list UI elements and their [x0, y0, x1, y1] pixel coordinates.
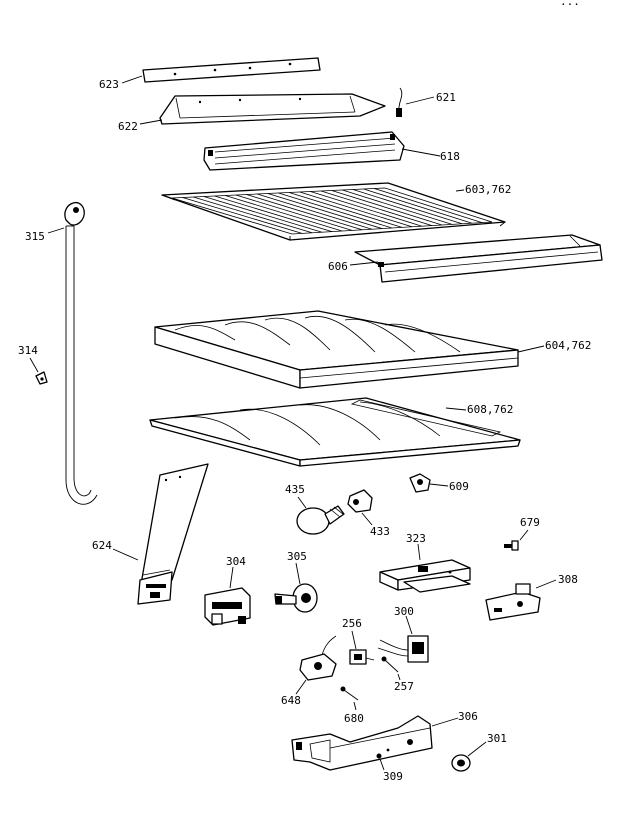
callout-606: 606 — [328, 260, 348, 273]
shelf-wire — [214, 195, 333, 232]
callout-680: 680 — [344, 712, 364, 725]
part-604-crisper-pan-cover — [154, 310, 519, 389]
callout-308: 308 — [558, 573, 578, 586]
part-305-temperature-control-knob — [274, 583, 318, 613]
part-621-thermostat-bulb — [396, 87, 403, 117]
part-622-mullion-cover — [159, 93, 386, 125]
part-256-relay — [349, 649, 375, 665]
callout-306: 306 — [458, 710, 478, 723]
shelf-wire — [193, 196, 313, 234]
part-308-mounting-bracket — [485, 583, 541, 621]
part-314-tube-clip — [35, 371, 48, 385]
shelf-wire — [374, 188, 483, 223]
part-679-screw — [504, 540, 519, 551]
callout-301: 301 — [487, 732, 507, 745]
shelf-wire — [225, 195, 343, 232]
callout-609: 609 — [449, 480, 469, 493]
shelf-wire — [363, 188, 473, 224]
shelf-wire — [246, 194, 363, 231]
callout-257: 257 — [394, 680, 414, 693]
callout-624: 624 — [92, 539, 112, 552]
callout-604-762: 604,762 — [545, 339, 591, 352]
shelf-wire — [278, 192, 393, 229]
part-624-control-shield — [137, 463, 209, 605]
callout-621: 621 — [436, 91, 456, 104]
part-680-screw-long — [340, 686, 359, 701]
callout-648: 648 — [281, 694, 301, 707]
shelf-wire — [331, 190, 443, 226]
shelf-wire — [203, 196, 323, 233]
part-618-light-shield-housing — [203, 131, 405, 171]
shelf-wire — [257, 193, 373, 230]
part-433-lamp-socket — [347, 489, 373, 513]
callout-300: 300 — [394, 605, 414, 618]
part-435-light-bulb — [296, 505, 345, 535]
callout-433: 433 — [370, 525, 390, 538]
shelf-wire — [182, 197, 303, 234]
part-623-top-trim-strip — [142, 57, 321, 83]
callout-623: 623 — [99, 78, 119, 91]
part-608-lower-pan-support — [149, 397, 521, 467]
callout-315: 315 — [25, 230, 45, 243]
callout-679: 679 — [520, 516, 540, 529]
part-323-defrost-timer-bracket — [379, 559, 471, 593]
part-648-damper-control — [299, 635, 337, 681]
callout-603-762: 603,762 — [465, 183, 511, 196]
shelf-wire — [235, 194, 353, 231]
shelf-wire — [342, 189, 453, 225]
part-306-control-housing — [291, 715, 433, 771]
callout-314: 314 — [18, 344, 38, 357]
part-300-defrost-timer — [377, 635, 429, 663]
callout-304: 304 — [226, 555, 246, 568]
callout-323: 323 — [406, 532, 426, 545]
callout-305: 305 — [287, 550, 307, 563]
part-606-shelf-front-trim — [354, 234, 603, 283]
shelf-wire — [267, 193, 383, 229]
header-fragment: ... — [560, 0, 580, 8]
part-301-control-knob — [451, 754, 471, 772]
callout-309: 309 — [383, 770, 403, 783]
callout-608-762: 608,762 — [467, 403, 513, 416]
part-609-pan-stop — [409, 473, 431, 493]
callout-618: 618 — [440, 150, 460, 163]
part-603-upper-wire-shelf — [161, 182, 506, 241]
shelf-wire — [310, 191, 423, 227]
shelf-wire — [320, 190, 433, 226]
part-257-screw-small — [381, 656, 399, 673]
shelf-wire — [299, 191, 413, 228]
part-315-drain-tube — [64, 201, 98, 505]
callout-256: 256 — [342, 617, 362, 630]
callout-622: 622 — [118, 120, 138, 133]
shelf-wire — [352, 189, 463, 225]
part-304-light-switch — [204, 587, 251, 626]
callout-435: 435 — [285, 483, 305, 496]
part-309-housing-screw — [376, 753, 382, 759]
shelf-wire — [289, 192, 403, 228]
